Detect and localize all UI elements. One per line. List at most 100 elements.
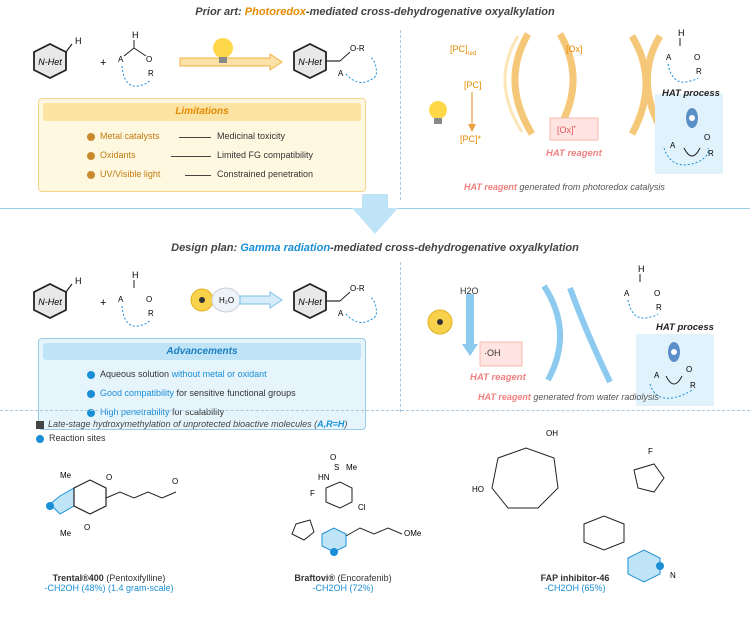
product-top: N-Het O-R A xyxy=(293,42,377,83)
hydroxyl-radical-label: ·OH xyxy=(484,348,501,358)
svg-text:A: A xyxy=(670,141,676,150)
encorafenib-structure: O S Me HN F Cl OMe xyxy=(291,453,422,556)
svg-text:F: F xyxy=(648,447,653,456)
svg-text:O-R: O-R xyxy=(350,284,365,293)
prior-art-reaction-scheme: N-Het H + H A O R N-Het O-R A xyxy=(33,30,377,87)
svg-text:N-Het: N-Het xyxy=(38,57,62,67)
svg-text:H: H xyxy=(678,28,685,38)
svg-text:S: S xyxy=(334,463,339,472)
svg-text:N-Het: N-Het xyxy=(38,297,62,307)
radiolysis-note: HAT reagent generated from water radioly… xyxy=(478,392,659,402)
divider xyxy=(179,137,211,138)
down-arrow-icon xyxy=(352,194,398,234)
svg-text:Cl: Cl xyxy=(358,503,366,512)
advancements-box: Advancements Aqueous solution without me… xyxy=(38,338,366,430)
advancements-header: Advancements xyxy=(43,343,361,360)
advancement-row-1: Aqueous solution without metal or oxidan… xyxy=(87,369,267,379)
svg-text:R: R xyxy=(696,67,702,76)
bullet-icon xyxy=(87,370,95,379)
drug-label-1: Trental®400 (Pentoxifylline) -CH2OH (48%… xyxy=(44,573,174,593)
prior-art-title: Prior art: Photoredox-mediated cross-deh… xyxy=(195,6,555,18)
product-bottom: N-Het O-R A xyxy=(293,282,377,323)
svg-text:N-Het: N-Het xyxy=(298,57,322,67)
ox-label: [Ox] xyxy=(566,44,583,54)
svg-text:O: O xyxy=(704,133,710,142)
legend-line-1: Late-stage hydroxymethylation of unprote… xyxy=(36,419,347,429)
svg-text:OMe: OMe xyxy=(404,529,422,538)
divider xyxy=(185,175,211,176)
svg-text:HN: HN xyxy=(318,473,330,482)
svg-text:O: O xyxy=(686,365,692,374)
svg-text:O: O xyxy=(146,55,152,64)
svg-text:R: R xyxy=(148,69,154,78)
design-plan-reaction-scheme: N-Het H + H A O R H₂O N-Het O-R A xyxy=(33,270,377,327)
svg-text:H: H xyxy=(132,30,139,40)
svg-text:O: O xyxy=(330,453,336,462)
svg-text:+: + xyxy=(100,57,106,69)
svg-text:O: O xyxy=(84,523,90,532)
limitation-row-2-consequence: Limited FG compatibility xyxy=(217,150,314,160)
limitation-row-1: Metal catalysts xyxy=(87,131,160,141)
svg-text:H: H xyxy=(75,36,82,46)
limitation-row-1-consequence: Medicinal toxicity xyxy=(217,131,286,141)
pc-label: [PC] xyxy=(464,80,482,90)
svg-text:A: A xyxy=(338,69,344,78)
ether-substrate-left: H A O R xyxy=(118,30,154,87)
bullet-icon xyxy=(87,408,95,417)
svg-text:R: R xyxy=(656,303,662,312)
photoredox-note: HAT reagent generated from photoredox ca… xyxy=(464,182,665,192)
svg-text:H: H xyxy=(638,264,645,274)
svg-text:R: R xyxy=(708,149,714,158)
ox-radical-label: [Ox]• xyxy=(557,125,576,135)
bullet-icon xyxy=(87,151,95,160)
svg-text:H₂O: H₂O xyxy=(219,296,234,305)
limitations-box: Limitations Metal catalysts Medicinal to… xyxy=(38,98,366,192)
svg-text:A: A xyxy=(624,289,630,298)
pentoxifylline-structure: Me Me O O O xyxy=(46,471,178,538)
svg-text:A: A xyxy=(666,53,672,62)
hat-reagent-label-bottom: HAT reagent xyxy=(470,372,526,383)
svg-text:O-R: O-R xyxy=(350,44,365,53)
section-separator-2 xyxy=(0,410,750,411)
limitation-row-3-consequence: Constrained penetration xyxy=(217,169,314,179)
fap-inhibitor-structure: OH HO F N xyxy=(472,429,676,583)
legend-line-2: Reaction sites xyxy=(36,433,106,443)
nhet-ring-bottom: N-Het H xyxy=(33,276,82,320)
svg-text:R: R xyxy=(148,309,154,318)
svg-text:H: H xyxy=(75,276,82,286)
svg-text:HO: HO xyxy=(472,485,484,494)
square-icon xyxy=(36,420,44,429)
svg-text:+: + xyxy=(100,297,106,309)
bullet-icon xyxy=(87,132,95,141)
svg-text:OH: OH xyxy=(546,429,558,438)
radiolysis-cycle: A O R H A O R xyxy=(427,264,714,406)
hat-reagent-label-top: HAT reagent xyxy=(546,148,602,159)
pc-excited-label: [PC]* xyxy=(460,134,482,144)
svg-text:O: O xyxy=(172,477,178,486)
divider-vertical-top xyxy=(400,30,401,200)
hat-process-label-bottom: HAT process xyxy=(656,322,714,333)
svg-text:O: O xyxy=(694,53,700,62)
svg-text:Me: Me xyxy=(346,463,358,472)
advancement-row-3: High penetrability for scalability xyxy=(87,407,224,417)
design-plan-title: Design plan: Gamma radiation-mediated cr… xyxy=(171,242,579,254)
limitation-row-2: Oxidants xyxy=(87,150,136,160)
svg-text:A: A xyxy=(118,55,124,64)
reaction-site-icon xyxy=(36,434,44,443)
drug-label-2: Braftovi® (Encorafenib) -CH2OH (72%) xyxy=(294,573,392,593)
svg-text:A: A xyxy=(118,295,124,304)
svg-text:N: N xyxy=(670,571,676,580)
svg-text:Me: Me xyxy=(60,471,72,480)
advancement-row-2: Good compatibility for sensitive functio… xyxy=(87,388,296,398)
svg-text:H: H xyxy=(132,270,139,280)
divider xyxy=(171,156,211,157)
svg-text:O: O xyxy=(654,289,660,298)
divider-vertical-bottom xyxy=(400,262,401,412)
drug-label-3: FAP inhibitor-46 -CH2OH (65%) xyxy=(540,573,610,593)
svg-text:R: R xyxy=(690,381,696,390)
limitations-header: Limitations xyxy=(43,103,361,121)
h2o-label: H2O xyxy=(460,286,479,296)
svg-text:A: A xyxy=(654,371,660,380)
limitation-row-3: UV/Visible light xyxy=(87,169,160,179)
pc-red-label: [PC]red xyxy=(450,44,477,57)
